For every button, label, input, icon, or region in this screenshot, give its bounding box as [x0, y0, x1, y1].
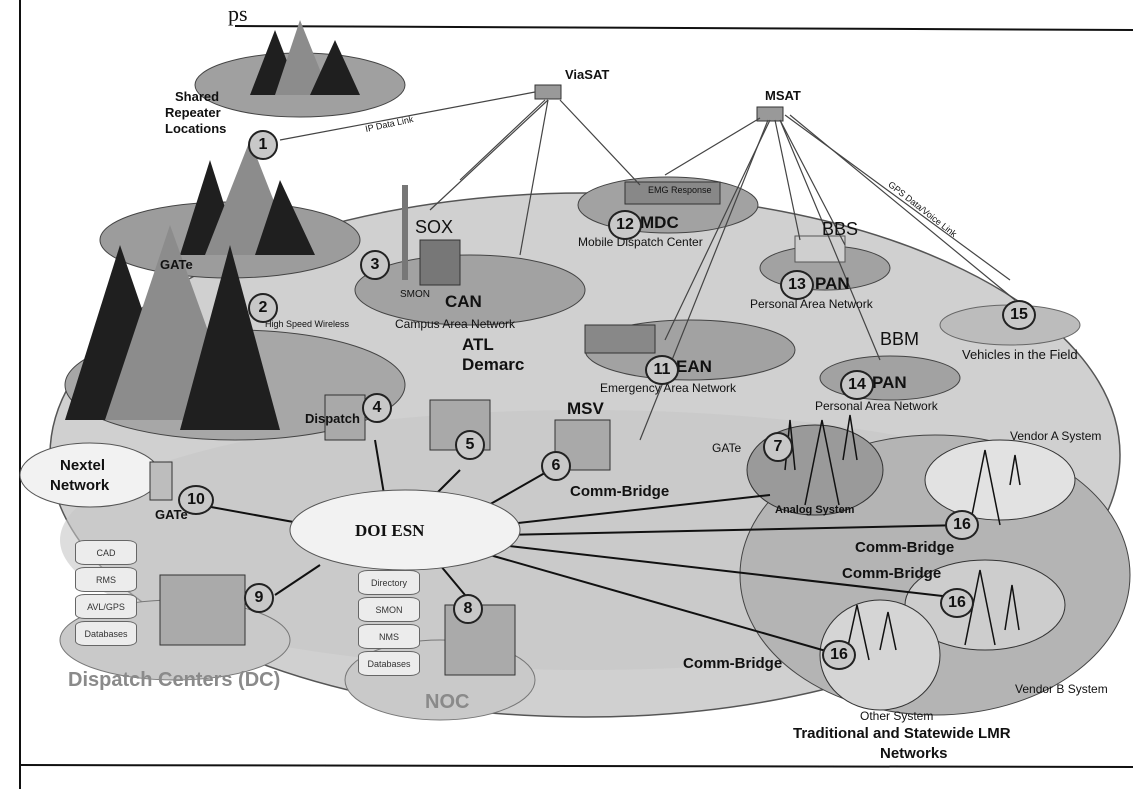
noc-db-databases: Databases [358, 651, 420, 676]
other-system-ellipse [819, 599, 941, 711]
comm-bridge-16a-label: Comm-Bridge [855, 539, 955, 556]
other-system-label: Other System [860, 709, 934, 723]
comm-bridge-6-label: Comm-Bridge [570, 483, 670, 500]
personal-area-network-14-label: Personal Area Network [815, 399, 938, 413]
networks-label: Networks [880, 745, 948, 762]
emg-response-label: EMG Response [648, 185, 712, 195]
sox-label: SOX [415, 217, 454, 237]
mountain-icon [310, 40, 360, 95]
marker-14: 14 [840, 370, 874, 400]
campus-area-network-label: Campus Area Network [395, 317, 516, 331]
pan-14-label: PAN [872, 373, 907, 392]
satellite-link [279, 91, 1016, 441]
frame-top-line [234, 25, 1133, 31]
personal-area-network-13-label: Personal Area Network [750, 297, 873, 311]
network-label: Network [50, 477, 110, 494]
bbs-label: BBS [822, 219, 859, 239]
mdc-label: MDC [640, 213, 679, 232]
pan-13-label: PAN [815, 274, 850, 293]
emg-truck-icon [624, 181, 721, 205]
gate-top-label: GATe [160, 257, 193, 272]
marker-6: 6 [541, 451, 571, 481]
dc-db-avl: AVL/GPS [75, 594, 137, 619]
sox-building-icon [419, 239, 461, 286]
esn-link [199, 439, 966, 656]
noc-db-smon: SMON [358, 597, 420, 622]
dc-db-rms: RMS [75, 567, 137, 592]
noc-label: NOC [425, 691, 470, 713]
marker-13: 13 [780, 270, 814, 300]
marker-11: 11 [645, 355, 679, 385]
top-fragment: ps [228, 1, 248, 26]
repeater-label: Repeater [165, 105, 221, 120]
marker-7: 7 [763, 432, 793, 462]
marker-16b: 16 [940, 588, 974, 618]
nextel-cloud [19, 442, 161, 508]
gate-right-label: GATe [712, 441, 742, 455]
dispatch-centers-label: Dispatch Centers (DC) [68, 669, 281, 691]
marker-2: 2 [248, 293, 278, 323]
marker-4: 4 [362, 393, 392, 423]
dc-db-databases: Databases [75, 621, 137, 646]
marker-12: 12 [608, 210, 642, 240]
dc-database-stack: CAD RMS AVL/GPS Databases [75, 540, 137, 648]
nextel-phone-icon [149, 461, 173, 501]
dc-db-cad: CAD [75, 540, 137, 565]
marker-15: 15 [1002, 300, 1036, 330]
viasat-satellite-icon [534, 84, 562, 100]
mountain-icon [180, 245, 280, 430]
noc-db-nms: NMS [358, 624, 420, 649]
msat-satellite-icon [756, 106, 784, 122]
noc-database-stack: Directory SMON NMS Databases [358, 570, 420, 678]
msat-label: MSAT [765, 88, 801, 103]
marker-1: 1 [248, 130, 278, 160]
can-ellipse [354, 254, 586, 326]
gate-left-label: GATe [155, 507, 188, 522]
marker-16c: 16 [822, 640, 856, 670]
marker-16a: 16 [945, 510, 979, 540]
atl-label: ATL [462, 335, 494, 354]
nextel-label: Nextel [60, 457, 106, 474]
dispatch-label: Dispatch [305, 411, 360, 426]
smon-label: SMON [400, 289, 430, 300]
shared-label: Shared [175, 89, 220, 104]
tower-icon [784, 414, 1021, 661]
noc-db-directory: Directory [358, 570, 420, 595]
dc-building-icon [159, 574, 246, 646]
marker-9: 9 [244, 583, 274, 613]
mobile-dispatch-center-label: Mobile Dispatch Center [578, 235, 703, 249]
ean-label: EAN [676, 357, 712, 376]
traditional-label: Traditional and Statewide LMR [793, 725, 1011, 742]
locations-label: Locations [165, 121, 227, 136]
viasat-label: ViaSAT [565, 67, 610, 82]
frame-bottom-line [19, 764, 1133, 768]
msv-label: MSV [567, 399, 604, 418]
vendor-b-label: Vendor B System [1015, 682, 1108, 696]
marker-5: 5 [455, 430, 485, 460]
analog-system-label: Analog System [775, 504, 855, 516]
marker-10: 10 [178, 485, 214, 515]
bbs-building-icon [794, 235, 846, 263]
tower-icon [402, 185, 408, 280]
vehicles-in-field-label: Vehicles in the Field [962, 347, 1078, 362]
mountain-icon [255, 180, 315, 255]
emergency-area-network-label: Emergency Area Network [600, 381, 737, 395]
can-label: CAN [445, 292, 482, 311]
marker-8: 8 [453, 594, 483, 624]
comm-bridge-16b-label: Comm-Bridge [842, 565, 942, 582]
mountain-icon [275, 20, 330, 95]
vendor-a-label: Vendor A System [1010, 429, 1102, 443]
comm-bridge-16c-label: Comm-Bridge [683, 655, 783, 672]
ean-vehicle-icon [584, 324, 656, 354]
marker-3: 3 [360, 250, 390, 280]
doi-esn-label: DOI ESN [355, 521, 425, 540]
vendor-a-ellipse [924, 439, 1076, 521]
high-speed-wireless-label: High Speed Wireless [265, 319, 350, 329]
demarc-label: Demarc [462, 355, 525, 374]
bbm-label: BBM [880, 329, 920, 349]
